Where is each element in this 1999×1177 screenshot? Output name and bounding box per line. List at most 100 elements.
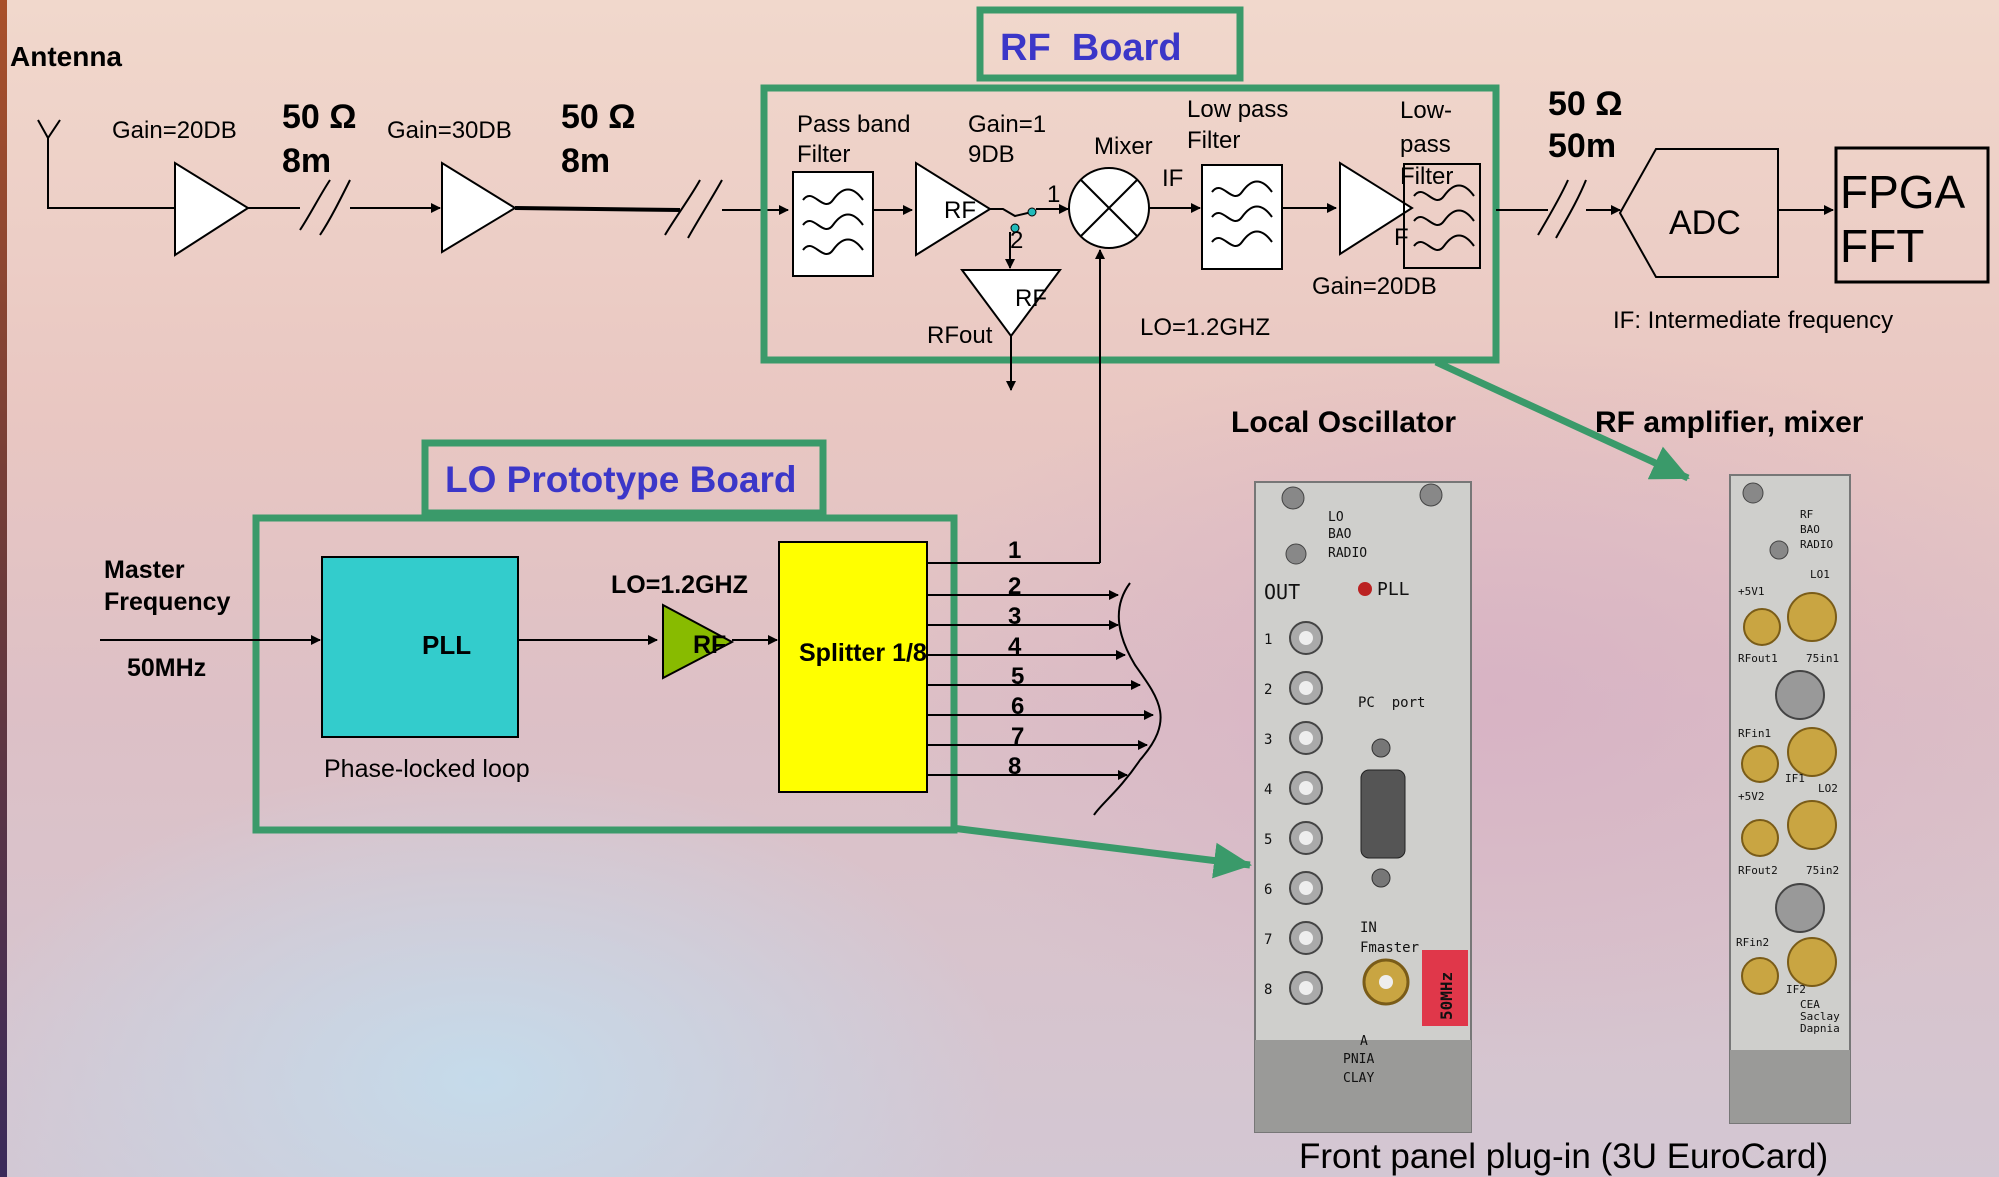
svg-text:7: 7	[1264, 932, 1272, 948]
svg-text:75in1: 75in1	[1806, 652, 1839, 665]
cable-3-length: 50m	[1548, 127, 1616, 165]
adc-label: ADC	[1669, 204, 1741, 242]
svg-text:6: 6	[1264, 882, 1272, 898]
svg-text:RFout2: RFout2	[1738, 864, 1778, 877]
svg-text:4: 4	[1264, 782, 1272, 798]
svg-text:PC port: PC port	[1358, 695, 1425, 711]
lowpass-filter-2	[1403, 163, 1481, 269]
svg-text:Dapnia: Dapnia	[1800, 1022, 1840, 1035]
cable-break-2	[664, 179, 723, 239]
rf-board-title: RF Board	[1000, 27, 1182, 69]
svg-text:CEA: CEA	[1800, 998, 1820, 1011]
pll-block	[321, 556, 519, 738]
lo-frequency-rf: LO=1.2GHZ	[1140, 314, 1270, 341]
svg-text:RADIO: RADIO	[1328, 546, 1367, 561]
master-freq-label-1: Master	[104, 556, 185, 584]
if-label: IF	[1162, 165, 1183, 192]
splitter-out-6: 6	[1011, 693, 1024, 720]
gain-label-3b: 9DB	[968, 141, 1015, 168]
lowpass-2-label-3: Filter	[1400, 163, 1453, 190]
cable-break-3	[1537, 179, 1587, 239]
cable-2-length: 8m	[561, 142, 610, 180]
lowpass-2-label-2: pass	[1400, 131, 1451, 158]
svg-text:IF1: IF1	[1785, 772, 1805, 785]
lo-board-title-frame	[421, 439, 827, 517]
cable-2-impedance: 50 Ω	[561, 98, 636, 136]
if-amplifier-partial-label: F	[1394, 224, 1409, 251]
svg-text:LO: LO	[1328, 510, 1344, 525]
adc-block	[1618, 148, 1779, 278]
rfout-label: RFout	[927, 322, 993, 349]
svg-text:+5V1: +5V1	[1738, 585, 1765, 598]
splitter-out-4: 4	[1008, 633, 1022, 660]
splitter-out-7: 7	[1011, 723, 1024, 750]
svg-text:BAO: BAO	[1800, 523, 1820, 536]
splitter-block	[778, 541, 928, 793]
cable-1-impedance: 50 Ω	[282, 98, 357, 136]
svg-text:5: 5	[1264, 832, 1272, 848]
rf-board-frame	[760, 84, 1500, 364]
amplifier-2	[441, 161, 517, 254]
splitter-out-3: 3	[1008, 603, 1021, 630]
antenna-icon	[37, 119, 175, 209]
rf-photo-heading: RF amplifier, mixer	[1595, 406, 1864, 439]
lowpass-1-label-1: Low pass	[1187, 96, 1288, 123]
svg-text:LO1: LO1	[1810, 568, 1830, 581]
svg-text:Fmaster: Fmaster	[1360, 940, 1419, 956]
lo-frequency-lo: LO=1.2GHZ	[611, 571, 748, 599]
svg-text:IF2: IF2	[1786, 983, 1806, 996]
svg-text:OUT: OUT	[1264, 580, 1300, 604]
svg-text:RADIO: RADIO	[1800, 538, 1833, 551]
passband-label-1: Pass band	[797, 111, 910, 138]
left-edge-strip	[0, 0, 7, 1177]
cable-1-length: 8m	[282, 142, 331, 180]
svg-text:RFout1: RFout1	[1738, 652, 1778, 665]
lo-photo-pointer	[951, 824, 1252, 879]
rf-front-panel-photo: RF BAO RADIO LO1 +5V1 RFout1 75in1 RFin1…	[1729, 474, 1851, 1124]
pll-label: PLL	[422, 630, 471, 660]
splitter-label: Splitter 1/8	[799, 639, 927, 667]
lo-front-panel-photo: LO BAO RADIO OUT PLL 1 2 3 4 5 6 7 8 PC …	[1254, 481, 1472, 1133]
gain-label-3a: Gain=1	[968, 111, 1046, 138]
svg-text:75in2: 75in2	[1806, 864, 1839, 877]
rf-output-amplifier	[960, 269, 1062, 338]
svg-text:BAO: BAO	[1328, 527, 1352, 542]
lo-board-frame	[252, 514, 958, 834]
switch-port-1: 1	[1047, 181, 1060, 208]
passband-label-2: Filter	[797, 141, 850, 168]
lo-rf-amplifier	[662, 603, 735, 680]
if-amplifier	[1339, 161, 1414, 256]
svg-text:2: 2	[1264, 682, 1272, 698]
lowpass-1-label-2: Filter	[1187, 127, 1240, 154]
lowpass-2-label-1: Low-	[1400, 97, 1452, 124]
splitter-out-1: 1	[1008, 537, 1021, 564]
svg-text:IN: IN	[1360, 920, 1377, 936]
svg-text:LO2: LO2	[1818, 782, 1838, 795]
photo-caption: Front panel plug-in (3U EuroCard)	[1299, 1137, 1828, 1176]
outputs-brace	[1093, 582, 1162, 816]
svg-text:1: 1	[1264, 632, 1272, 648]
mixer-symbol	[1068, 167, 1150, 249]
lo-rf-label: RF	[693, 631, 726, 659]
fpga-label-1: FPGA	[1840, 166, 1966, 218]
if-note: IF: Intermediate frequency	[1613, 307, 1893, 334]
rf-board-title-frame	[976, 6, 1244, 82]
svg-text:A: A	[1360, 1034, 1368, 1049]
switch-port-2: 2	[1010, 227, 1023, 254]
master-freq-value: 50MHz	[127, 654, 206, 682]
mixer-label: Mixer	[1094, 133, 1153, 160]
svg-text:RFin2: RFin2	[1736, 936, 1769, 949]
lo-photo-heading: Local Oscillator	[1231, 406, 1456, 439]
rf-amplifier	[915, 161, 992, 257]
splitter-out-5: 5	[1011, 663, 1024, 690]
svg-text:PLL: PLL	[1377, 579, 1410, 600]
svg-text:CLAY: CLAY	[1343, 1071, 1374, 1086]
lo-board-title: LO Prototype Board	[445, 459, 797, 500]
svg-text:+5V2: +5V2	[1738, 790, 1765, 803]
rf-photo-pointer	[1434, 358, 1690, 482]
svg-text:3: 3	[1264, 732, 1272, 748]
gain-label-2: Gain=30DB	[387, 117, 512, 144]
pll-caption: Phase-locked loop	[324, 755, 530, 783]
svg-text:RF: RF	[1800, 508, 1813, 521]
